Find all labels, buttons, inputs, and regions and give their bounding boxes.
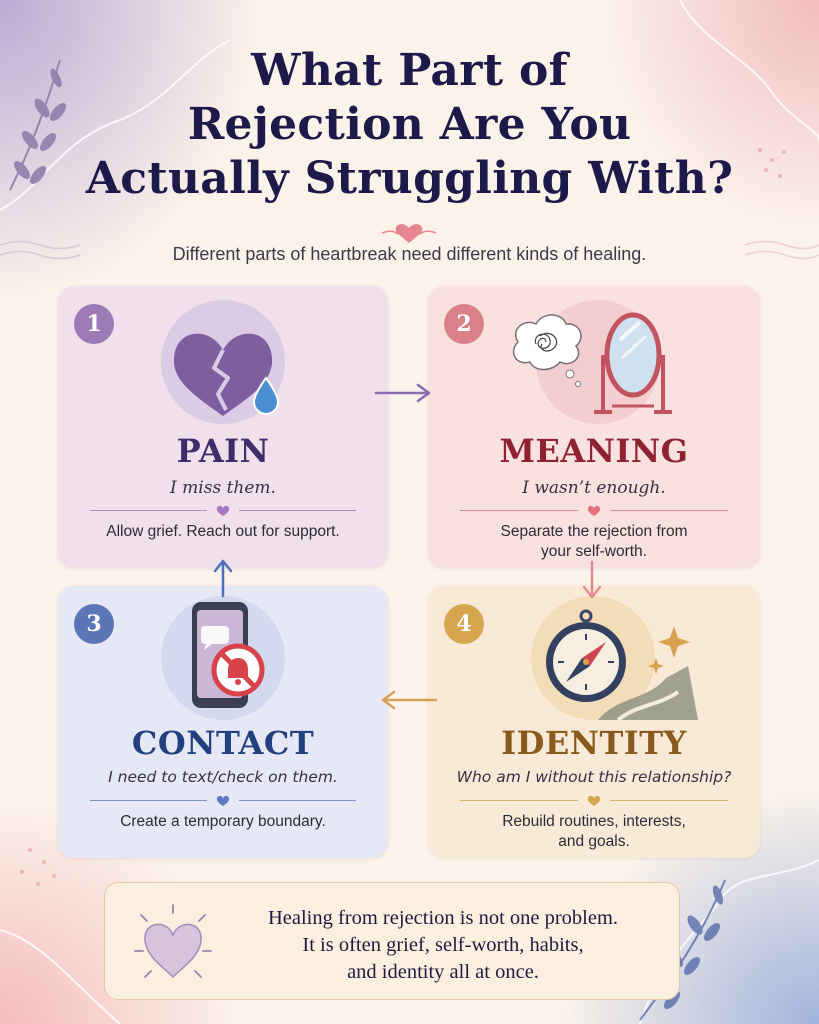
summary-box: Healing from rejection is not one proble… — [104, 882, 680, 1000]
summary-text: Healing from rejection is not one proble… — [223, 905, 663, 986]
title-line: Actually Struggling With? — [85, 153, 734, 204]
mirror-icon — [512, 300, 672, 424]
card-description-line: your self-worth. — [541, 543, 647, 560]
card-description-line: Allow grief. Reach out for support. — [106, 523, 340, 540]
heart-icon — [134, 904, 212, 979]
step-badge: 4 — [444, 604, 484, 644]
card-description-line: Separate the rejection from — [500, 523, 688, 540]
heart-icon — [587, 795, 601, 806]
divider — [90, 504, 356, 518]
card-description: Rebuild routines, interests, and goals. — [428, 812, 760, 852]
heart-icon — [216, 795, 230, 806]
title-line: What Part of — [251, 45, 568, 96]
heart-icon — [216, 505, 230, 516]
divider — [460, 794, 728, 808]
summary-line: Healing from rejection is not one proble… — [267, 907, 619, 929]
card-title: MEANING — [499, 432, 689, 470]
card-meaning: 2 MEANING I wasn’t enough. Separate the … — [428, 286, 760, 568]
card-quote: I need to text/check on them. — [108, 768, 338, 786]
card-description-line: and goals. — [558, 833, 630, 850]
phone-no-notification-icon — [161, 596, 285, 720]
arrow-down-icon — [582, 560, 602, 599]
step-badge: 3 — [74, 604, 114, 644]
card-identity: 4 IDENTITY Who am I without this relatio… — [428, 586, 760, 858]
divider — [460, 504, 728, 518]
compass-icon — [531, 596, 698, 720]
title-line: Rejection Are You — [187, 99, 632, 150]
page-title: What Part of Rejection Are You Actually … — [0, 44, 819, 206]
divider — [90, 794, 356, 808]
card-description-line: Create a temporary boundary. — [120, 813, 326, 830]
card-description: Separate the rejection from your self-wo… — [428, 522, 760, 562]
step-badge: 1 — [74, 304, 114, 344]
card-quote: Who am I without this relationship? — [456, 768, 732, 786]
subtitle: Different parts of heartbreak need diffe… — [172, 244, 647, 264]
card-description: Create a temporary boundary. — [58, 812, 388, 832]
card-title: PAIN — [176, 432, 270, 470]
arrow-left-icon — [381, 690, 438, 710]
card-contact: 3 CONTACT I need to text/check on them. … — [58, 586, 388, 858]
card-title: IDENTITY — [501, 724, 687, 762]
heart-icon — [587, 505, 601, 516]
arrow-up-icon — [213, 559, 233, 598]
summary-line: It is often grief, self-worth, habits, — [302, 934, 584, 956]
card-description-line: Rebuild routines, interests, — [502, 813, 686, 830]
summary-line: and identity all at once. — [347, 961, 539, 983]
card-quote: I wasn’t enough. — [522, 478, 666, 498]
card-quote: I miss them. — [170, 478, 276, 498]
arrow-right-icon — [374, 383, 431, 403]
step-badge: 2 — [444, 304, 484, 344]
card-title: CONTACT — [131, 724, 315, 762]
card-pain: 1 PAIN I miss them. Allow grief. Reach o… — [58, 286, 388, 568]
card-description: Allow grief. Reach out for support. — [58, 522, 388, 542]
broken-heart-icon — [161, 300, 285, 424]
